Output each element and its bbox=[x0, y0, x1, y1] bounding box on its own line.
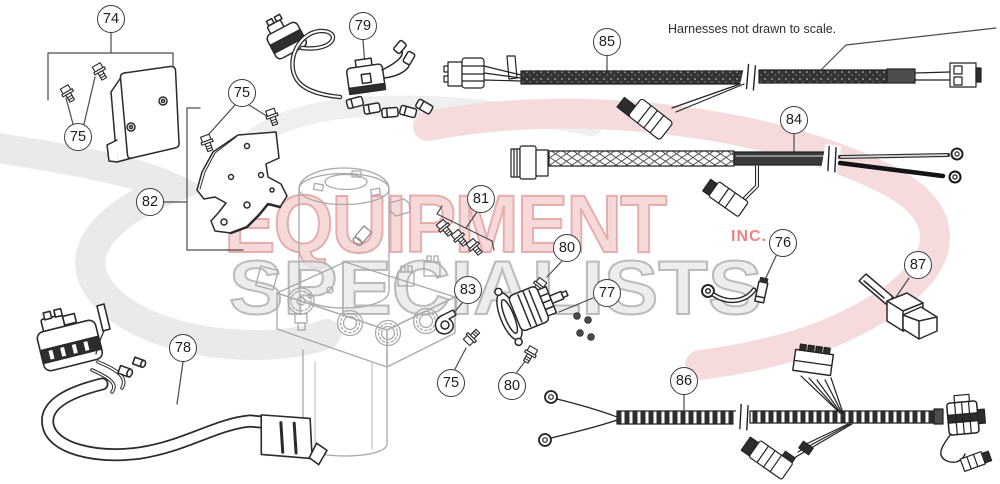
bracket-82 bbox=[186, 107, 244, 251]
swoosh-gray-left bbox=[0, 133, 341, 361]
callout-81[interactable]: 81 bbox=[467, 185, 495, 213]
pump-valve-connectors bbox=[397, 255, 441, 287]
part-74-module bbox=[106, 65, 180, 163]
note-leader bbox=[819, 27, 997, 72]
cable-boot bbox=[260, 414, 328, 466]
callout-79[interactable]: 79 bbox=[349, 12, 377, 40]
callout-75-c[interactable]: 75 bbox=[437, 369, 465, 397]
callout-82[interactable]: 82 bbox=[136, 188, 164, 216]
part-85-harness bbox=[443, 55, 982, 140]
callout-74[interactable]: 74 bbox=[97, 5, 125, 33]
screw-75 bbox=[58, 83, 78, 105]
callout-85[interactable]: 85 bbox=[593, 28, 621, 56]
pump-assembly bbox=[255, 167, 456, 457]
harness-86-top-connector bbox=[792, 343, 835, 377]
part-84-harness bbox=[510, 143, 964, 217]
note-harnesses: Harnesses not drawn to scale. bbox=[668, 22, 837, 36]
callout-87[interactable]: 87 bbox=[904, 251, 932, 279]
callout-77[interactable]: 77 bbox=[593, 279, 621, 307]
callout-75-b[interactable]: 75 bbox=[228, 79, 256, 107]
callout-leaders bbox=[47, 27, 997, 411]
pump-valve-coils bbox=[336, 307, 440, 347]
callout-84[interactable]: 84 bbox=[780, 106, 808, 134]
break-mark bbox=[820, 143, 842, 175]
part-81-screws bbox=[434, 217, 486, 258]
part-83-clamp bbox=[434, 309, 457, 335]
harness-86-bottom-connector bbox=[740, 436, 793, 480]
swoosh-pink-right bbox=[413, 98, 950, 380]
harness-85-loom bbox=[520, 70, 745, 85]
screw-75 bbox=[263, 107, 282, 128]
callout-83[interactable]: 83 bbox=[454, 276, 482, 304]
part-79-harness bbox=[265, 13, 434, 119]
pump-manifold-front bbox=[276, 292, 388, 368]
callout-80-a[interactable]: 80 bbox=[553, 234, 581, 262]
watermark-specialists: SPECIALISTS bbox=[228, 246, 763, 331]
pump-side-plug bbox=[388, 198, 411, 217]
callout-80-b[interactable]: 80 bbox=[498, 372, 526, 400]
part-86-harness bbox=[538, 343, 993, 480]
break-mark bbox=[739, 61, 761, 93]
bolt-75 bbox=[461, 326, 483, 348]
bolt-80 bbox=[520, 344, 540, 366]
harness-84-braid bbox=[548, 150, 735, 167]
screw-75 bbox=[198, 133, 217, 154]
watermark-inc: INC. bbox=[731, 228, 767, 245]
bracket-81 bbox=[436, 213, 493, 242]
part-76-ground-strap bbox=[701, 276, 769, 304]
part-82-bracket-plate bbox=[196, 131, 288, 235]
break-mark bbox=[732, 401, 754, 433]
harness-86-end-connector bbox=[946, 393, 987, 436]
part-77-motor bbox=[494, 285, 595, 347]
pump-fitting bbox=[352, 225, 373, 246]
harness-86-pigtail-connector bbox=[959, 450, 993, 473]
callout-78[interactable]: 78 bbox=[169, 334, 197, 362]
screw-75 bbox=[90, 61, 110, 83]
callout-86[interactable]: 86 bbox=[670, 367, 698, 395]
harness-86-loom bbox=[616, 410, 738, 425]
part-78-battery-cable bbox=[36, 303, 328, 466]
callout-76[interactable]: 76 bbox=[769, 229, 797, 257]
harness-84-branch-connector bbox=[702, 178, 749, 217]
callout-75-a[interactable]: 75 bbox=[64, 123, 92, 151]
pump-motor bbox=[298, 167, 390, 309]
pump-manifold-top bbox=[276, 261, 456, 331]
part-87-fuse bbox=[858, 273, 938, 340]
harness-85-branch-connector bbox=[616, 96, 673, 140]
pump-knob bbox=[287, 287, 315, 331]
nut-terminal bbox=[117, 364, 134, 378]
nut-terminal bbox=[131, 356, 147, 369]
